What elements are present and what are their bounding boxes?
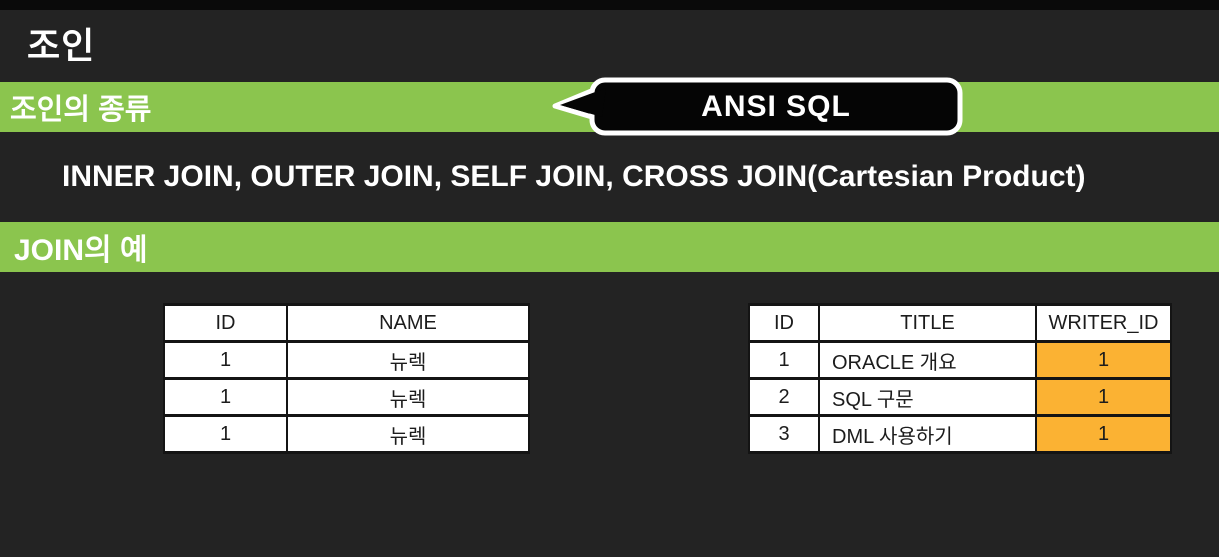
table-cell: 1 [163,414,288,454]
table-cell: ORACLE 개요 [818,340,1037,380]
table-cell: 2 [748,377,820,417]
table-cell: 뉴렉 [286,340,530,380]
table-cell: SQL 구문 [818,377,1037,417]
table-cell: 3 [748,414,820,454]
section-header-join-example-label: JOIN의 예 [14,234,148,267]
ansi-sql-bubble-label: ANSI SQL [701,89,851,123]
page-title: 조인 [27,25,96,66]
table-cell: 1 [1035,377,1172,417]
column-header: TITLE [818,303,1037,343]
section-header-join-example: JOIN의 예 [0,222,1219,272]
table-cell: 1 [1035,340,1172,380]
table-cell: DML 사용하기 [818,414,1037,454]
top-strip [0,0,1219,10]
column-header: WRITER_ID [1035,303,1172,343]
table-cell: 1 [1035,414,1172,454]
section-header-join-types-label: 조인의 종류 [10,94,152,126]
table-cell: 1 [163,377,288,417]
column-header: ID [748,303,820,343]
column-header: NAME [286,303,530,343]
table-cell: 뉴렉 [286,377,530,417]
table-cell: 뉴렉 [286,414,530,454]
speech-bubble-icon [552,77,963,136]
column-header: ID [163,303,288,343]
join-types-text: INNER JOIN, OUTER JOIN, SELF JOIN, CROSS… [62,160,1086,193]
table-cell: 1 [163,340,288,380]
table-cell: 1 [748,340,820,380]
